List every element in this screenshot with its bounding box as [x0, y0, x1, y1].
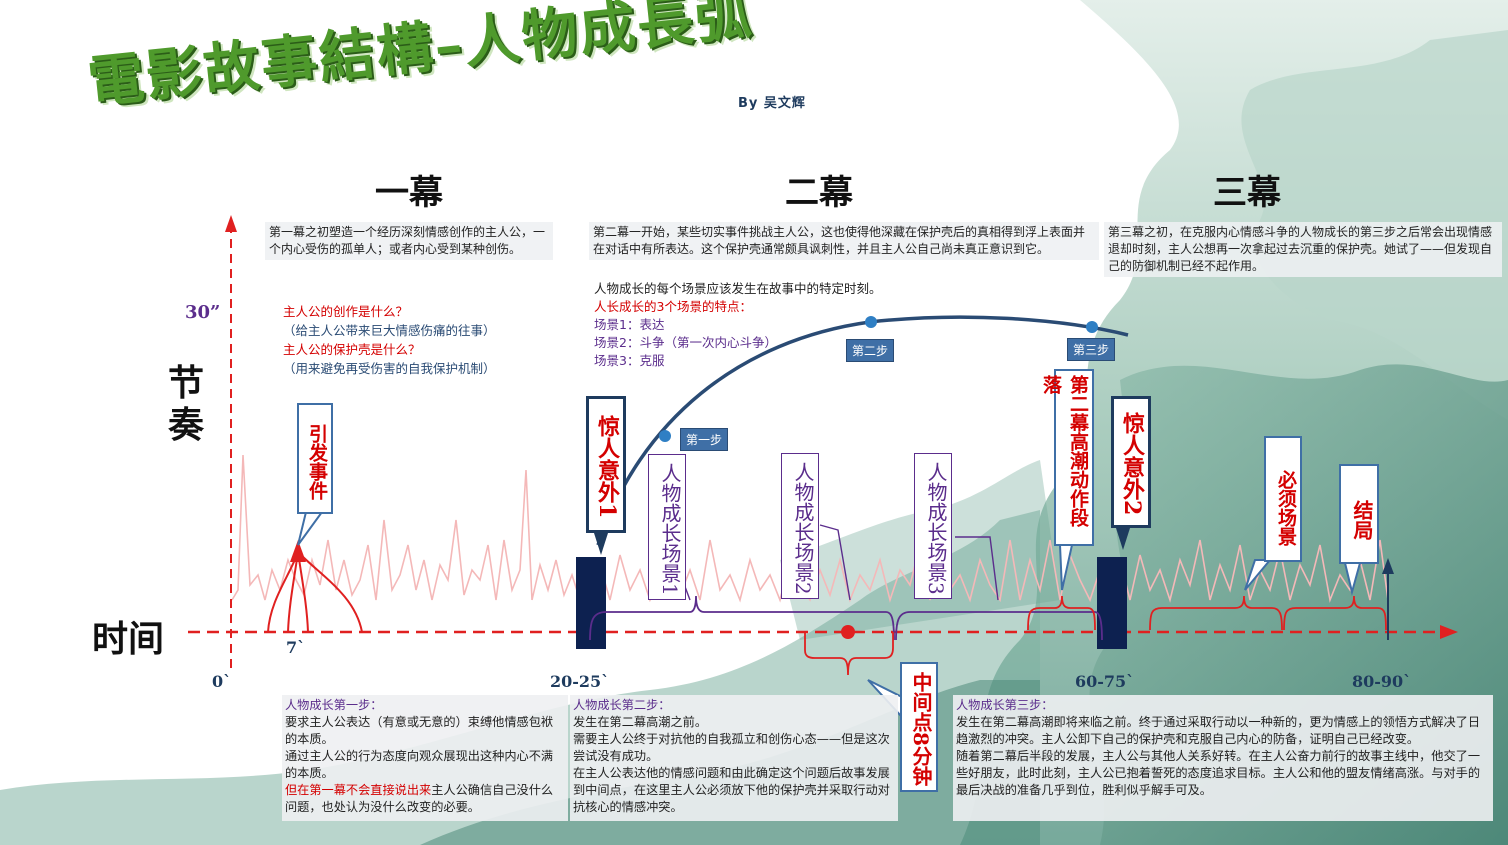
growth-scene-two-callout: 人物成长场景2	[781, 453, 819, 599]
answer-shell: （用来避免再受伤害的自我保护机制）	[283, 361, 496, 376]
growth-scene-one-callout: 人物成长场景1	[648, 454, 686, 600]
ending-callout: 结局	[1339, 464, 1379, 564]
act-three-heading: 三幕	[1213, 173, 1281, 213]
question-wound: 主人公的创作是什么？	[283, 304, 409, 319]
surprise-two-tail	[1116, 528, 1130, 550]
growth-step-three-title: 人物成长第三步：	[956, 698, 1054, 712]
step-three-badge: 第三步	[1067, 338, 1116, 361]
growth-step-two-text: 人物成长第二步： 发生在第二幕高潮之前。 需要主人公终于对抗他的自我孤立和创伤心…	[570, 695, 898, 821]
act-three-description: 第三幕之初，在克服内心情感斗争的人物成长的第三步之后常会出现情感退却时刻，主人公…	[1104, 222, 1502, 277]
growth-step-one-b: 通过主人公的行为态度向观众展现出这种内心不满的本质。	[285, 749, 554, 780]
author-byline: By 吴文辉	[738, 96, 806, 111]
act-one-heading: 一幕	[375, 173, 443, 213]
step-two-point	[865, 316, 877, 328]
surprise-one-callout: 惊人意外1	[586, 396, 626, 533]
tick-7: 7`	[286, 638, 306, 657]
growth-scene-three-callout: 人物成长场景3	[914, 453, 952, 599]
inciting-event-arcs	[267, 551, 363, 633]
scene-notes: 人物成长的每个场景应该发生在故事中的特定时刻。 人长成长的3个场景的特点： 场景…	[594, 280, 882, 370]
midpoint-dot	[841, 625, 855, 639]
act-two-description: 第二幕一开始，某些切实事件挑战主人公，这也使得他深藏在保护壳后的真相得到浮上表面…	[589, 222, 1099, 260]
step-one-point	[659, 430, 671, 442]
answer-wound: （给主人公带来巨大情感伤痛的往事）	[283, 323, 496, 338]
y-axis-label: 节奏	[168, 362, 205, 446]
x-axis-label: 时间	[92, 618, 165, 660]
scene-item-3: 场景3：克服	[594, 353, 665, 368]
scene-item-2: 场景2：斗争（第一次内心斗争）	[594, 335, 777, 350]
step-one-badge: 第一步	[680, 428, 729, 451]
x-axis-arrow	[1440, 625, 1458, 639]
red-braces	[804, 595, 1387, 676]
act-one-description: 第一幕之初塑造一个经历深刻情感创作的主人公，一个内心受伤的孤单人；或者内心受到某…	[265, 222, 553, 260]
growth-step-one-text: 人物成长第一步： 要求主人公表达（有意或无意的）束缚他情感包袱的本质。 通过主人…	[282, 695, 568, 821]
growth-step-two-title: 人物成长第二步：	[573, 698, 671, 712]
growth-step-two-a: 发生在第二幕高潮之前。	[573, 715, 708, 729]
growth-step-three-b: 随着第二幕后半段的发展，主人公与其他人关系好转。在主人公奋力前行的故事主线中，他…	[956, 749, 1481, 797]
act-two-heading: 二幕	[785, 173, 853, 213]
growth-step-one-title: 人物成长第一步：	[285, 698, 383, 712]
obligatory-scene-callout: 必须场景	[1264, 436, 1302, 562]
midpoint-callout: 中间点8分钟	[900, 662, 938, 792]
growth-step-two-b: 需要主人公终于对抗他的自我孤立和创伤心态——但是这次尝试没有成功。	[573, 732, 890, 763]
y-axis-value: 30”	[185, 302, 221, 323]
rhythm-line	[231, 454, 1389, 603]
character-arc-curve	[596, 315, 1129, 546]
step-two-badge: 第二步	[846, 339, 895, 362]
ending-arrow-head	[1382, 558, 1394, 574]
surprise-two-callout: 惊人意外2	[1111, 396, 1151, 528]
tick-0: 0`	[212, 672, 232, 691]
scene-item-1: 场景1：表达	[594, 317, 665, 332]
protagonist-questions: 主人公的创作是什么？ （给主人公带来巨大情感伤痛的往事） 主人公的保护壳是什么？…	[283, 302, 496, 378]
scene-heading: 人长成长的3个场景的特点：	[594, 299, 752, 314]
inciting-event-callout: 引发事件	[297, 403, 333, 514]
surprise-one-bar	[576, 557, 606, 649]
growth-step-three-a: 发生在第二幕高潮即将来临之前。终于通过采取行动以一种新的，更为情感上的领悟方式解…	[956, 715, 1481, 746]
tick-20-25: 20-25`	[550, 672, 610, 691]
act-two-climax-callout: 第二幕高潮动作段落	[1040, 369, 1094, 546]
growth-step-one-c: 主人公确信自己没什么问题，也处认为没什么改变的必要。	[285, 783, 554, 814]
growth-step-one-red: 但在第一幕不会直接说出来	[285, 783, 432, 797]
surprise-one-tail	[594, 533, 608, 555]
growth-step-one-a: 要求主人公表达（有意或无意的）束缚他情感包袱的本质。	[285, 715, 554, 746]
inciting-event-arrow	[290, 540, 306, 562]
growth-step-three-text: 人物成长第三步： 发生在第二幕高潮即将来临之前。终于通过采取行动以一种新的，更为…	[953, 695, 1493, 821]
growth-step-two-c: 在主人公表达他的情感问题和由此确定这个问题后故事发展到中间点，在这里主人公必须放…	[573, 766, 890, 814]
act-two-braces	[589, 595, 1103, 641]
step-three-point	[1086, 321, 1098, 333]
y-axis-arrow	[225, 215, 237, 232]
question-shell: 主人公的保护壳是什么？	[283, 342, 421, 357]
scene-intro: 人物成长的每个场景应该发生在故事中的特定时刻。	[594, 281, 882, 296]
tick-80-90: 80-90`	[1352, 672, 1412, 691]
tick-60-75: 60-75`	[1075, 672, 1135, 691]
